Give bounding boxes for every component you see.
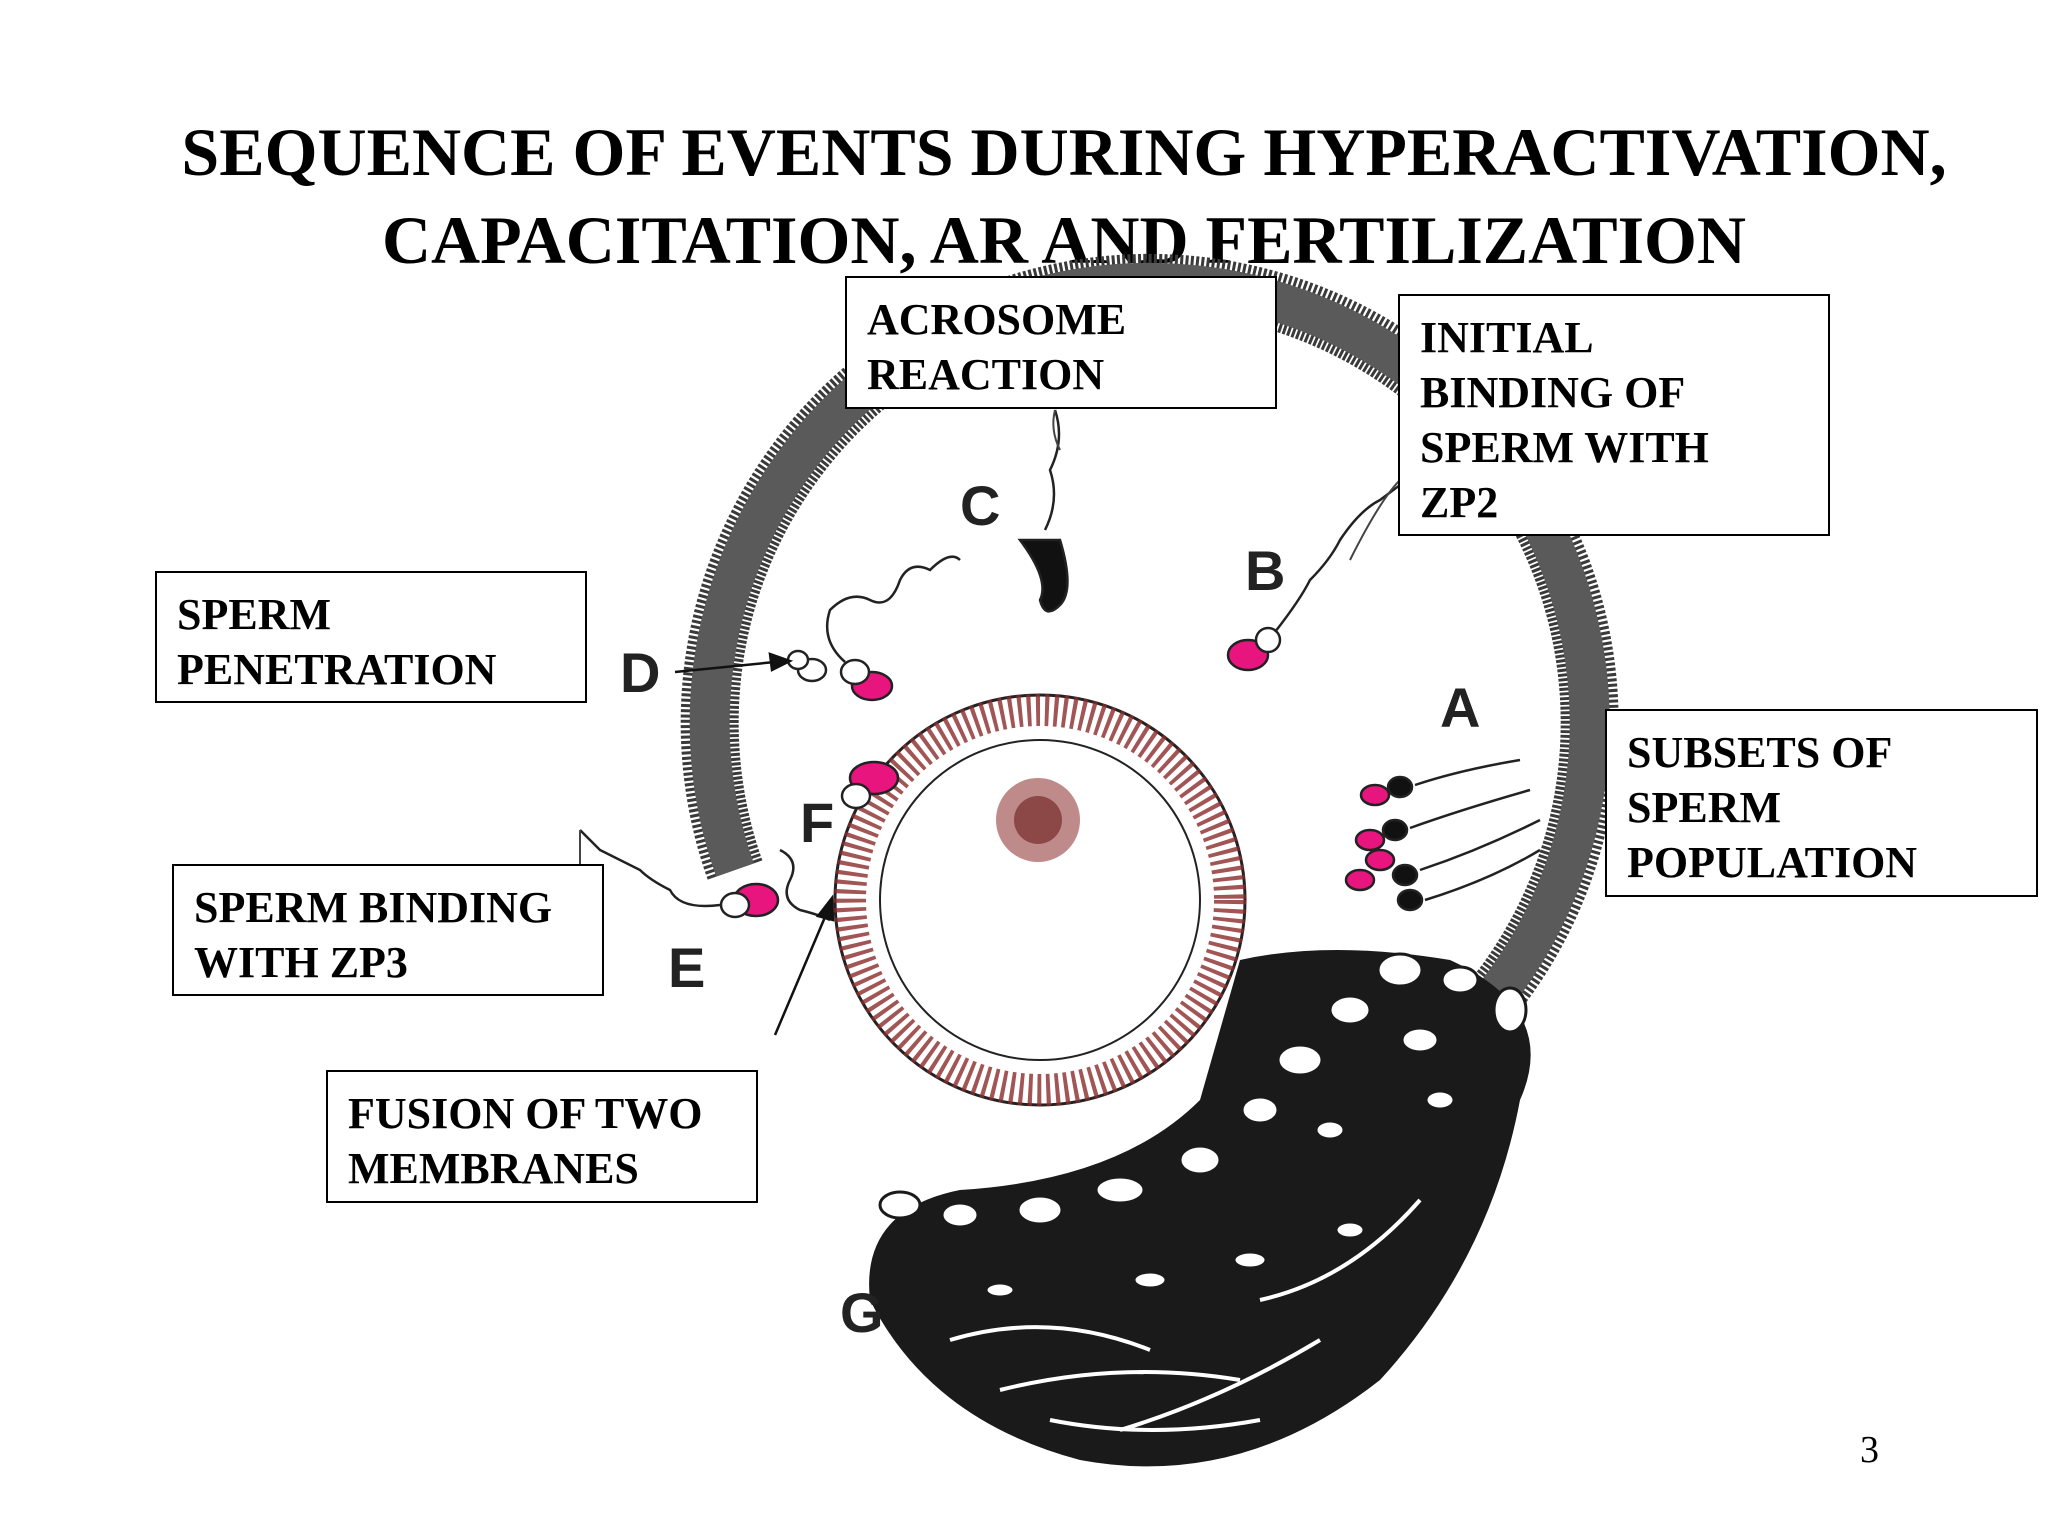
stage-label-d: D (620, 641, 661, 704)
stage-label-b: B (1245, 539, 1286, 602)
title-line-2: CAPACITATION, AR AND FERTILIZATION (381, 202, 1747, 278)
stage-label-c: C (960, 474, 1001, 537)
slide-title: SEQUENCE OF EVENTS DURING HYPERACTIVATIO… (0, 108, 2048, 284)
box-line: ZP2 (1420, 478, 1499, 527)
sperm-penetration-box: SPERM PENETRATION (155, 571, 587, 703)
box-line: FUSION OF TWO (348, 1089, 703, 1138)
stage-label-e: E (668, 936, 706, 999)
sperm-cells (579, 409, 1541, 922)
stage-label-a: A (1440, 676, 1481, 739)
box-line: BINDING OF (1420, 368, 1686, 417)
cumulus-cells (869, 950, 1531, 1467)
box-line: SPERM WITH (1420, 423, 1709, 472)
initial-binding-box: INITIAL BINDING OF SPERM WITH ZP2 (1398, 294, 1830, 536)
arrows (674, 652, 835, 1036)
stage-label-f: F (800, 791, 835, 854)
acrosome-reaction-box: ACROSOME REACTION (845, 276, 1277, 409)
box-line: SPERM BINDING (194, 883, 553, 932)
box-line: INITIAL (1420, 313, 1594, 362)
box-line: REACTION (867, 350, 1105, 399)
leader-lines (579, 409, 1401, 870)
box-line: ACROSOME (867, 295, 1127, 344)
box-line: SPERM (177, 590, 331, 639)
stage-label-g: G (840, 1281, 884, 1344)
box-line: PENETRATION (177, 645, 497, 694)
oocyte (833, 693, 1247, 1107)
box-line: MEMBRANES (348, 1144, 639, 1193)
box-line: WITH ZP3 (194, 938, 408, 987)
page-number: 3 (1860, 1429, 1879, 1471)
box-line: POPULATION (1627, 838, 1918, 887)
fusion-box: FUSION OF TWO MEMBRANES (326, 1070, 758, 1203)
box-line: SUBSETS OF (1627, 728, 1893, 777)
title-line-1: SEQUENCE OF EVENTS DURING HYPERACTIVATIO… (181, 114, 1947, 190)
sperm-binding-zp3-box: SPERM BINDING WITH ZP3 (172, 864, 604, 996)
subsets-box: SUBSETS OF SPERM POPULATION (1605, 709, 2038, 897)
box-line: SPERM (1627, 783, 1781, 832)
